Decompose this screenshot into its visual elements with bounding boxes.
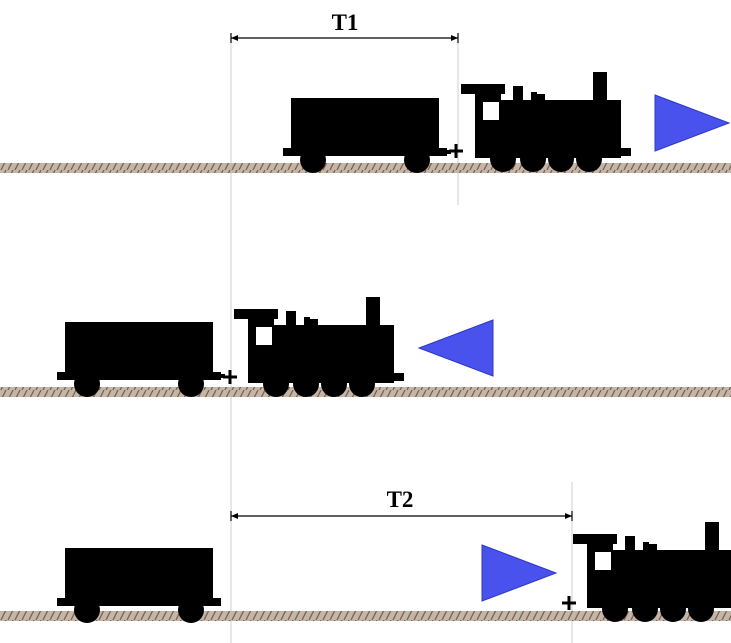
freight-wagon-icon [283,98,451,173]
direction-triangle-icon [417,319,494,377]
rail-track-1 [0,163,731,173]
t1-label: T1 [332,10,359,35]
scene-2-train [57,297,494,397]
steam-locomotive-icon [573,522,731,622]
t2-label: T2 [387,487,414,512]
t1-measurement: T1 [230,10,459,43]
freight-wagon-icon [57,322,225,397]
steam-locomotive-icon [461,72,631,172]
coupling-plus-icon [562,596,576,610]
t2-measurement: T2 [230,487,573,521]
direction-triangle-icon [481,544,558,602]
coupling-plus-icon [223,370,237,384]
steam-locomotive-icon [234,297,404,397]
scene-1-train [283,72,731,173]
freight-wagon-icon [57,548,221,623]
direction-triangle-icon [654,94,731,152]
rail-track-3 [0,611,731,621]
coupling-plus-icon [449,144,463,158]
scene-3-train [57,522,731,623]
